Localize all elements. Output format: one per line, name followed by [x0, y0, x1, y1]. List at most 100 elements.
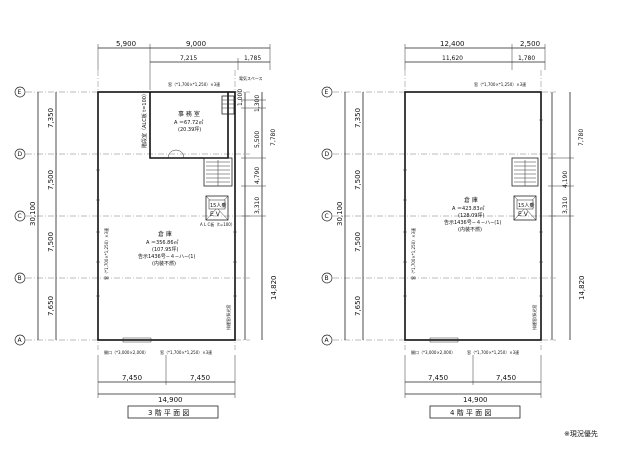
grid-bubble-b: [14, 272, 26, 284]
warehouse-notice2-4f: (内装不燃): [458, 226, 482, 233]
dim-top-sub2-4f: 1,780: [518, 55, 535, 62]
grid-bubble-b-4f: [321, 272, 333, 284]
stair-wall-label: 階段室（ALC板 t=100）: [141, 91, 148, 148]
dim-left-2-4f: 7,500: [354, 170, 362, 190]
window-bottom-label-4f: 窓（*1,700×*1,250）×3連: [467, 349, 519, 355]
grid-bubble-d: [14, 148, 26, 160]
dim-right-4-3f: 5,500: [254, 131, 261, 148]
office-door: [167, 149, 177, 159]
elevator-shaft-4f: [513, 195, 537, 221]
pipe-space-label: 電気スペース: [239, 75, 263, 81]
window-top-label-3f: 窓（*1,700×*1,250）×3連: [168, 81, 220, 87]
grid-bubble-d-4f: [321, 148, 333, 160]
stair-treads-4f: [514, 160, 536, 186]
caption-box-4f: [429, 405, 521, 419]
caption-4f: 4 階 平 面 図: [450, 408, 491, 417]
grid-bubble-b-label: B: [18, 275, 22, 282]
door-label-3f: 開口（*3,000×2,000）: [104, 349, 148, 355]
dim-top-sub2: 1,785: [244, 55, 261, 62]
grid-bubble-e-label-4f: E: [325, 89, 329, 96]
caption-3f: 3 階 平 面 図: [148, 408, 189, 417]
warehouse-title-4f: 倉 庫: [464, 196, 478, 204]
window-top-label-4f: 窓（*1,700×*1,250）×3連: [474, 81, 526, 87]
dim-top-left-4f: 12,400: [440, 40, 465, 48]
dim-bottom-1-4f: 7,450: [428, 374, 448, 382]
grid-bubble-b-label-4f: B: [325, 275, 329, 282]
footer-note: ※現況優先: [564, 429, 598, 438]
side-note-3f: 排煙窓/採光窓: [225, 305, 231, 330]
building-outline-3f: [97, 91, 236, 341]
elevator-shaft: [205, 195, 229, 221]
stair-treads: [206, 160, 230, 186]
dim-right-1-4f: 7,780: [578, 129, 585, 146]
dim-top-right-4f: 2,500: [520, 40, 540, 48]
dim-left-2: 7,500: [47, 170, 55, 190]
dim-left-3: 7,500: [47, 232, 55, 252]
bottom-opening-3f: [122, 337, 152, 343]
dim-bottom-total-3f: 14,900: [158, 396, 183, 404]
pipe-space: [221, 95, 235, 115]
office-area: A ＝67.72㎡: [174, 119, 203, 126]
dim-top-sub1: 7,215: [180, 55, 197, 62]
grid-bubble-c-label-4f: C: [325, 213, 329, 220]
grid-bubble-c-label: C: [18, 213, 22, 220]
dim-left-total-4f: 30,100: [336, 202, 344, 227]
warehouse-title-3f: 倉 庫: [158, 230, 172, 238]
dim-right-2-3f: 1,300: [254, 95, 261, 112]
warehouse-notice-4f: 告示1436号−４−ハ−(1): [444, 219, 501, 226]
elevator-cap: 15人乗: [210, 202, 226, 209]
window-bottom-label-3f: 窓（*1,700×*1,250）×3連: [160, 349, 212, 355]
dim-bottom-2-4f: 7,450: [496, 374, 516, 382]
dim-right-5-3f: 4,790: [254, 167, 261, 184]
dim-top-sub1-4f: 11,620: [442, 55, 463, 62]
grid-bubble-d-label: D: [18, 151, 23, 158]
dim-bottom-2-3f: 7,450: [190, 374, 210, 382]
dim-right-total-4f: 14,820: [578, 276, 586, 301]
building-outline-4f: [404, 91, 542, 341]
elevator-cap-4f: 15人乗: [518, 202, 534, 209]
office-title: 事 務 室: [178, 110, 200, 118]
window-marks-4f: [403, 119, 543, 297]
alc-label: A L C板（t=100）: [200, 221, 235, 227]
caption-box-3f: [127, 405, 219, 419]
dim-right-1-3f: 1,000: [237, 89, 244, 106]
grid-bubble-e: [14, 86, 26, 98]
dim-right-total-3f: 14,820: [270, 276, 278, 301]
dim-top-left: 5,900: [116, 40, 136, 48]
warehouse-area-4f: A ＝423.83㎡: [452, 205, 485, 212]
office-sub: (20.39坪): [178, 126, 201, 133]
office-walls: [149, 92, 229, 159]
dim-right-6-3f: 3,310: [254, 197, 261, 214]
warehouse-area-3f: A ＝356.86㎡: [146, 239, 179, 246]
dim-bottom-total-4f: 14,900: [463, 396, 488, 404]
dim-left-1-4f: 7,350: [354, 108, 362, 128]
dim-right-3-4f: 3,310: [562, 197, 569, 214]
dim-left-3-4f: 7,500: [354, 232, 362, 252]
window-side-label-4f: 窓（*1,700×*1,250）×3連: [410, 228, 416, 280]
warehouse-sub-4f: (128.09坪): [458, 212, 484, 219]
dim-right-3-3f: 7,780: [270, 129, 277, 146]
grid-bubble-c: [14, 210, 26, 222]
warehouse-notice2-3f: (内装不燃): [152, 260, 176, 267]
grid-bubble-a-label: A: [18, 337, 23, 344]
warehouse-sub-3f: (107.95坪): [152, 246, 178, 253]
grid-bubble-c-4f: [321, 210, 333, 222]
grid-bubble-a: [14, 334, 26, 346]
grid-bubble-a-label-4f: A: [325, 337, 330, 344]
plan-4f: 12,400 2,500 11,620 1,780 E D C B A 30,1…: [321, 40, 586, 419]
side-note-4f: 排煙窓/採光窓: [531, 305, 537, 330]
dim-left-total: 30,100: [29, 202, 37, 227]
window-marks-3f: [96, 169, 237, 297]
dim-left-4: 7,650: [47, 296, 55, 316]
grid-bubble-d-label-4f: D: [325, 151, 330, 158]
bottom-opening-4f: [429, 337, 459, 343]
warehouse-notice-3f: 告示1436号−４−ハ−(1): [138, 253, 195, 260]
elevator-label: E V: [210, 211, 221, 218]
grid-bubble-a-4f: [321, 334, 333, 346]
plan-3f: 5,900 9,000 7,215 1,785 E D C B A 30,100…: [14, 40, 278, 419]
dim-left-4-4f: 7,650: [354, 296, 362, 316]
dim-left-1: 7,350: [47, 108, 55, 128]
dim-bottom-1-3f: 7,450: [122, 374, 142, 382]
